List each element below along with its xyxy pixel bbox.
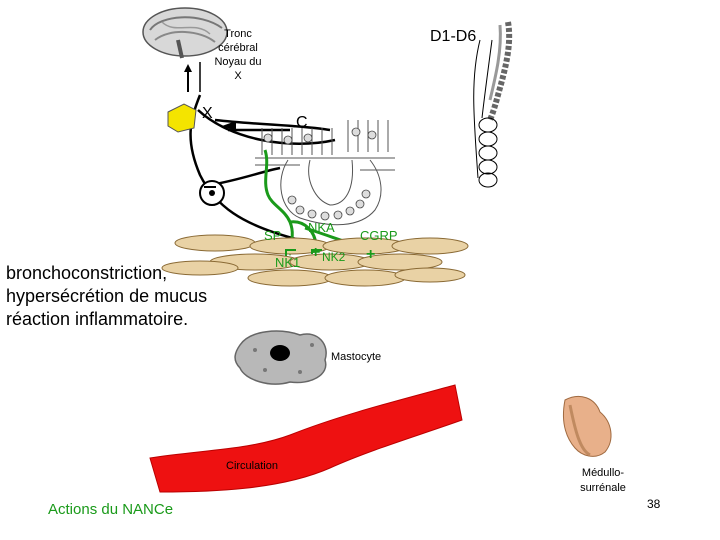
- d1-d6-label: D1-D6: [430, 28, 477, 45]
- page-number: 38: [647, 497, 661, 511]
- brainstem-label: Tronc cérébral Noyau du X: [214, 28, 262, 82]
- ganglion-icon: [199, 180, 225, 206]
- nka-label: NKA: [308, 220, 335, 235]
- vagus-x-label: X: [202, 105, 213, 122]
- brain-illustration: [142, 7, 228, 59]
- blood-vessel: [149, 384, 463, 493]
- receptor-markers: [285, 249, 322, 256]
- cgrp-label: CGRP: [360, 228, 398, 243]
- mastocyte-label: Mastocyte: [331, 351, 382, 363]
- smooth-muscle-layer: [161, 234, 469, 287]
- sympathetic-chain: [473, 39, 498, 188]
- spinal-column-illustration: [487, 21, 513, 122]
- circulation-label: Circulation: [226, 460, 278, 472]
- vagus-nucleus-box: [167, 103, 197, 133]
- gland-cells: [263, 127, 377, 221]
- nk2-label: NK2: [322, 250, 346, 264]
- nk1-label: NK1: [275, 255, 301, 270]
- nk1-plus-label: +: [311, 244, 321, 261]
- adrenal-gland-illustration: [562, 396, 612, 457]
- c-fiber-label: C: [296, 114, 308, 131]
- effects-text: bronchoconstriction, hypersécrétion de m…: [6, 263, 208, 329]
- medullo-label: Médullo- surrénale: [580, 467, 626, 494]
- footer-title: Actions du NANCe: [48, 501, 174, 518]
- cgrp-plus-label: +: [366, 246, 376, 263]
- mast-cell-illustration: [234, 330, 327, 385]
- sp-label: SP: [264, 228, 282, 243]
